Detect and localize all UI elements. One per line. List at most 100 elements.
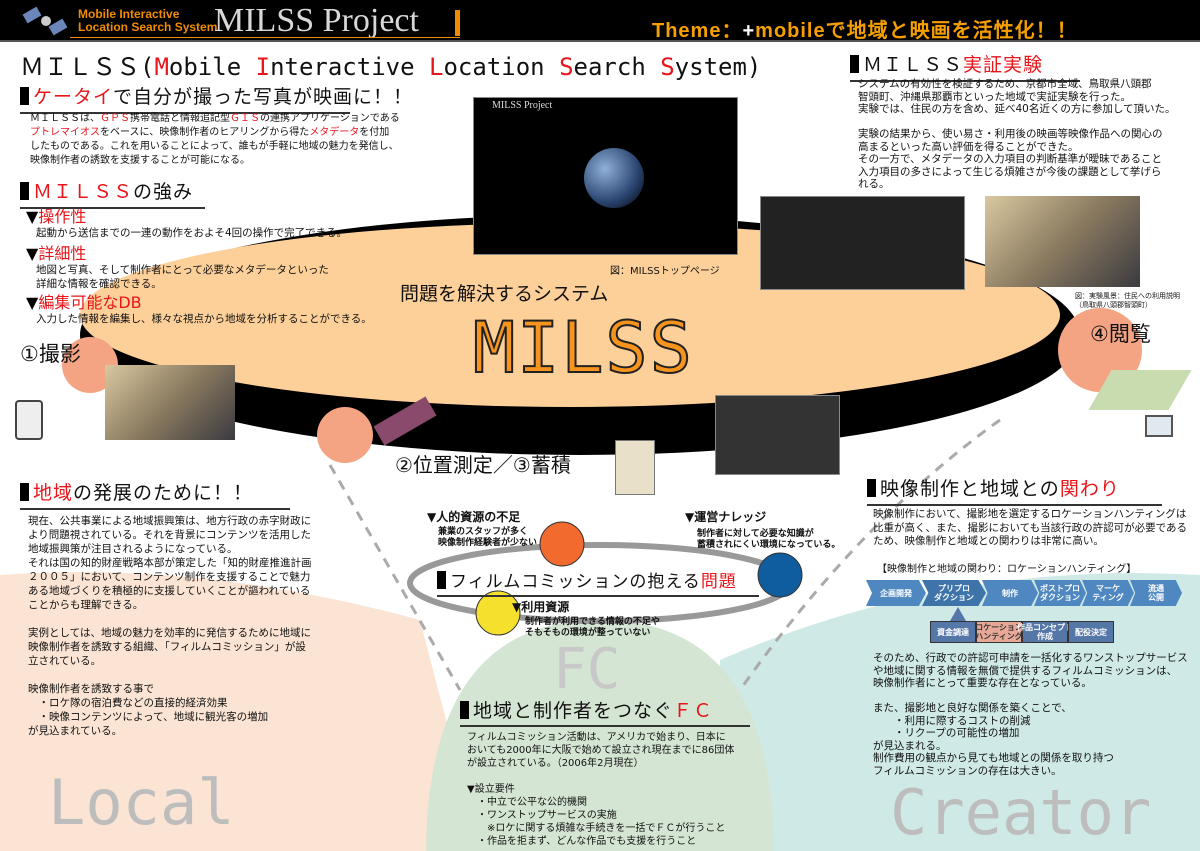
highlight: ＧＰＳ [100,113,130,124]
problems-heading: フィルムコミッションの抱える問題 [437,571,759,597]
strength-item: ▼操作性起動から送信までの一連の動作をおよそ4回の操作で完了できる。 [26,207,347,239]
mobile-phone-icon [15,400,43,440]
strength-title: 編集可能なDB [38,293,142,312]
problem-node-knowledge [757,552,803,598]
fc-heading: 地域と制作者をつなぐＦＣ [460,700,750,727]
local-heading: 地域の発展のために！！ [20,478,290,510]
title-word: nteractive [270,53,430,81]
problem-title: ▼人的資源の不足 [427,510,521,524]
screenshot-title: MILSS Project [492,100,553,111]
heading-highlight: ケータイ [33,86,114,108]
problem-title: ▼利用資源 [512,600,570,614]
strength-item: ▼詳細性地図と写真、そして制作者にとって必要なメタデータといった 詳細な情報を確… [26,244,329,290]
strength-text: 起動から送信までの一連の動作をおよそ4回の操作で完了できる。 [36,227,347,239]
laptop-icon [1145,415,1173,437]
node-step1 [62,337,118,393]
strength-title: 操作性 [38,207,87,226]
diagram-title: 【映像制作と地域の関わり：ロケーションハンティング】 [877,564,1137,575]
sub-task: 作品コンセプト 作成 [1017,621,1073,643]
step-capture-label: ①撮影 [20,342,81,366]
local-region [0,572,480,851]
flow-step: マーケ ティング [1082,580,1134,606]
problem-node-human [539,521,585,567]
problem-node-resource [475,590,521,636]
step-browse-label: ④閲覧 [1090,322,1151,346]
fc-body: フィルムコミッション活動は、アメリカで始まり、日本に おいても2000年に大阪で… [467,732,735,847]
title-word: ystem) [674,53,762,81]
system-name: MILSS [472,307,694,389]
creator-label: Creator [890,776,1152,849]
heading-text: 映像制作と地域との [880,478,1060,500]
title-prefix: ＭＩＬＳＳ( [20,53,155,81]
heading-highlight: 実証実験 [963,54,1044,76]
title-word: ocation [443,53,560,81]
keitai-heading: ケータイで自分が撮った写真が映画に！！ [20,82,412,114]
highlight: プトレマイオス [30,127,100,138]
experiment-body: システムの有効性を検証するため、京都市全域、鳥取県八頭郡 智頭町、沖縄県那覇市と… [858,78,1176,190]
step-locate-store-label: ②位置測定／③蓄積 [395,453,571,477]
text: 携帯電話と情報追記型 [130,113,230,124]
flow-step: 流通 公開 [1130,580,1182,606]
creator-heading: 映像制作と地域との関わり [867,474,1162,506]
theme-plus: + [742,20,756,42]
problem-text: 制作者が利用できる情報の不足や そもそもの環境が整っていない [525,617,660,638]
browse-screenshot [760,196,965,290]
heading-highlight: 関わり [1059,478,1120,500]
header-bar [0,0,1200,42]
earth-image [584,148,644,208]
theme-banner: Theme：+mobileで地域と映画を活性化！！ [652,14,1078,43]
heading-text: 地域と制作者をつなぐ [473,700,674,722]
experiment-photo [985,196,1140,287]
title-word: obile [168,53,256,81]
sub-task: 資金調達 [930,621,976,643]
text: ＭＩＬＳＳは、 [30,113,100,124]
system-label: 問題を解決するシステム [400,283,609,305]
fc-region [426,620,774,851]
dashed-line-left [328,464,462,691]
sub-task: ロケーション ハンティング [975,621,1023,643]
screenshot-caption: 図：MILSSトップページ [610,266,720,277]
title-initial: I [255,53,271,81]
text: を付加 したものである。これを用いることによって、誰もが手軽に地域の魅力を発信し… [30,127,399,166]
heading-text: の発展のために！！ [73,482,254,504]
logo-title: MILSS Project [214,2,419,39]
logo-underline [70,37,460,38]
problem-text: 制作者に対して必要な知識が 蓄積されにくい環境になっている。 [697,529,841,550]
flow-step: プリプロ ダクション [922,580,986,606]
heading-text: で自分が撮った写真が映画に！！ [113,86,414,108]
heading-text: フィルムコミッションの抱える [450,572,701,592]
flow-step: ポストプロ ダクション [1034,580,1086,606]
milss-top-page-screenshot: MILSS Project [473,97,738,255]
strength-title: 詳細性 [38,244,87,263]
title-initial: S [660,53,675,81]
theme-prefix: Theme： [652,20,743,42]
title-initial: S [559,53,574,81]
sub-task: 配役決定 [1068,621,1114,643]
flow-step: 制作 [982,580,1038,606]
strengths-heading: ＭＩＬＳＳの強み [20,177,205,209]
heading-text: ＭＩＬＳＳ [863,54,964,76]
local-body: 現在、公共事業による地域振興策は、地方行政の赤字財政に より問題視されている。そ… [28,515,312,737]
satellite-logo-icon [22,6,70,36]
keitai-body: ＭＩＬＳＳは、ＧＰＳ携帯電話と情報追記型ＧＩＳの連携アプリケーションである プト… [30,112,400,168]
strength-text: 入力した情報を編集し、様々な視点から地域を分析することができる。 [36,313,372,325]
heading-highlight: ＭＩＬＳＳ [33,181,134,203]
logo-accent-bar [455,10,460,36]
heading-highlight: ＦＣ [673,700,714,722]
page-title: ＭＩＬＳＳ(Mobile Interactive Location Search… [20,47,761,82]
node-step23 [317,407,373,463]
title-initial: L [429,53,444,81]
title-word: earch [573,53,661,81]
local-label: Local [48,766,235,839]
title-initial: M [154,53,169,81]
theme-text: mobileで地域と映画を活性化！！ [755,20,1078,42]
flow-step: 企画開発 [866,580,926,606]
problem-text: 兼業のスタッフが多く 映像制作経験者が少ない [438,527,538,548]
heading-text: の強み [133,181,194,203]
logo-sub-line1: Mobile Interactive [78,7,180,21]
creator-body-intro: 映像制作において、撮影地を選定するロケーションハンティングは 比重が高く、また、… [873,508,1188,547]
map-screenshot [715,395,840,475]
experiment-heading: ＭＩＬＳＳ実証実験 [850,50,1080,82]
